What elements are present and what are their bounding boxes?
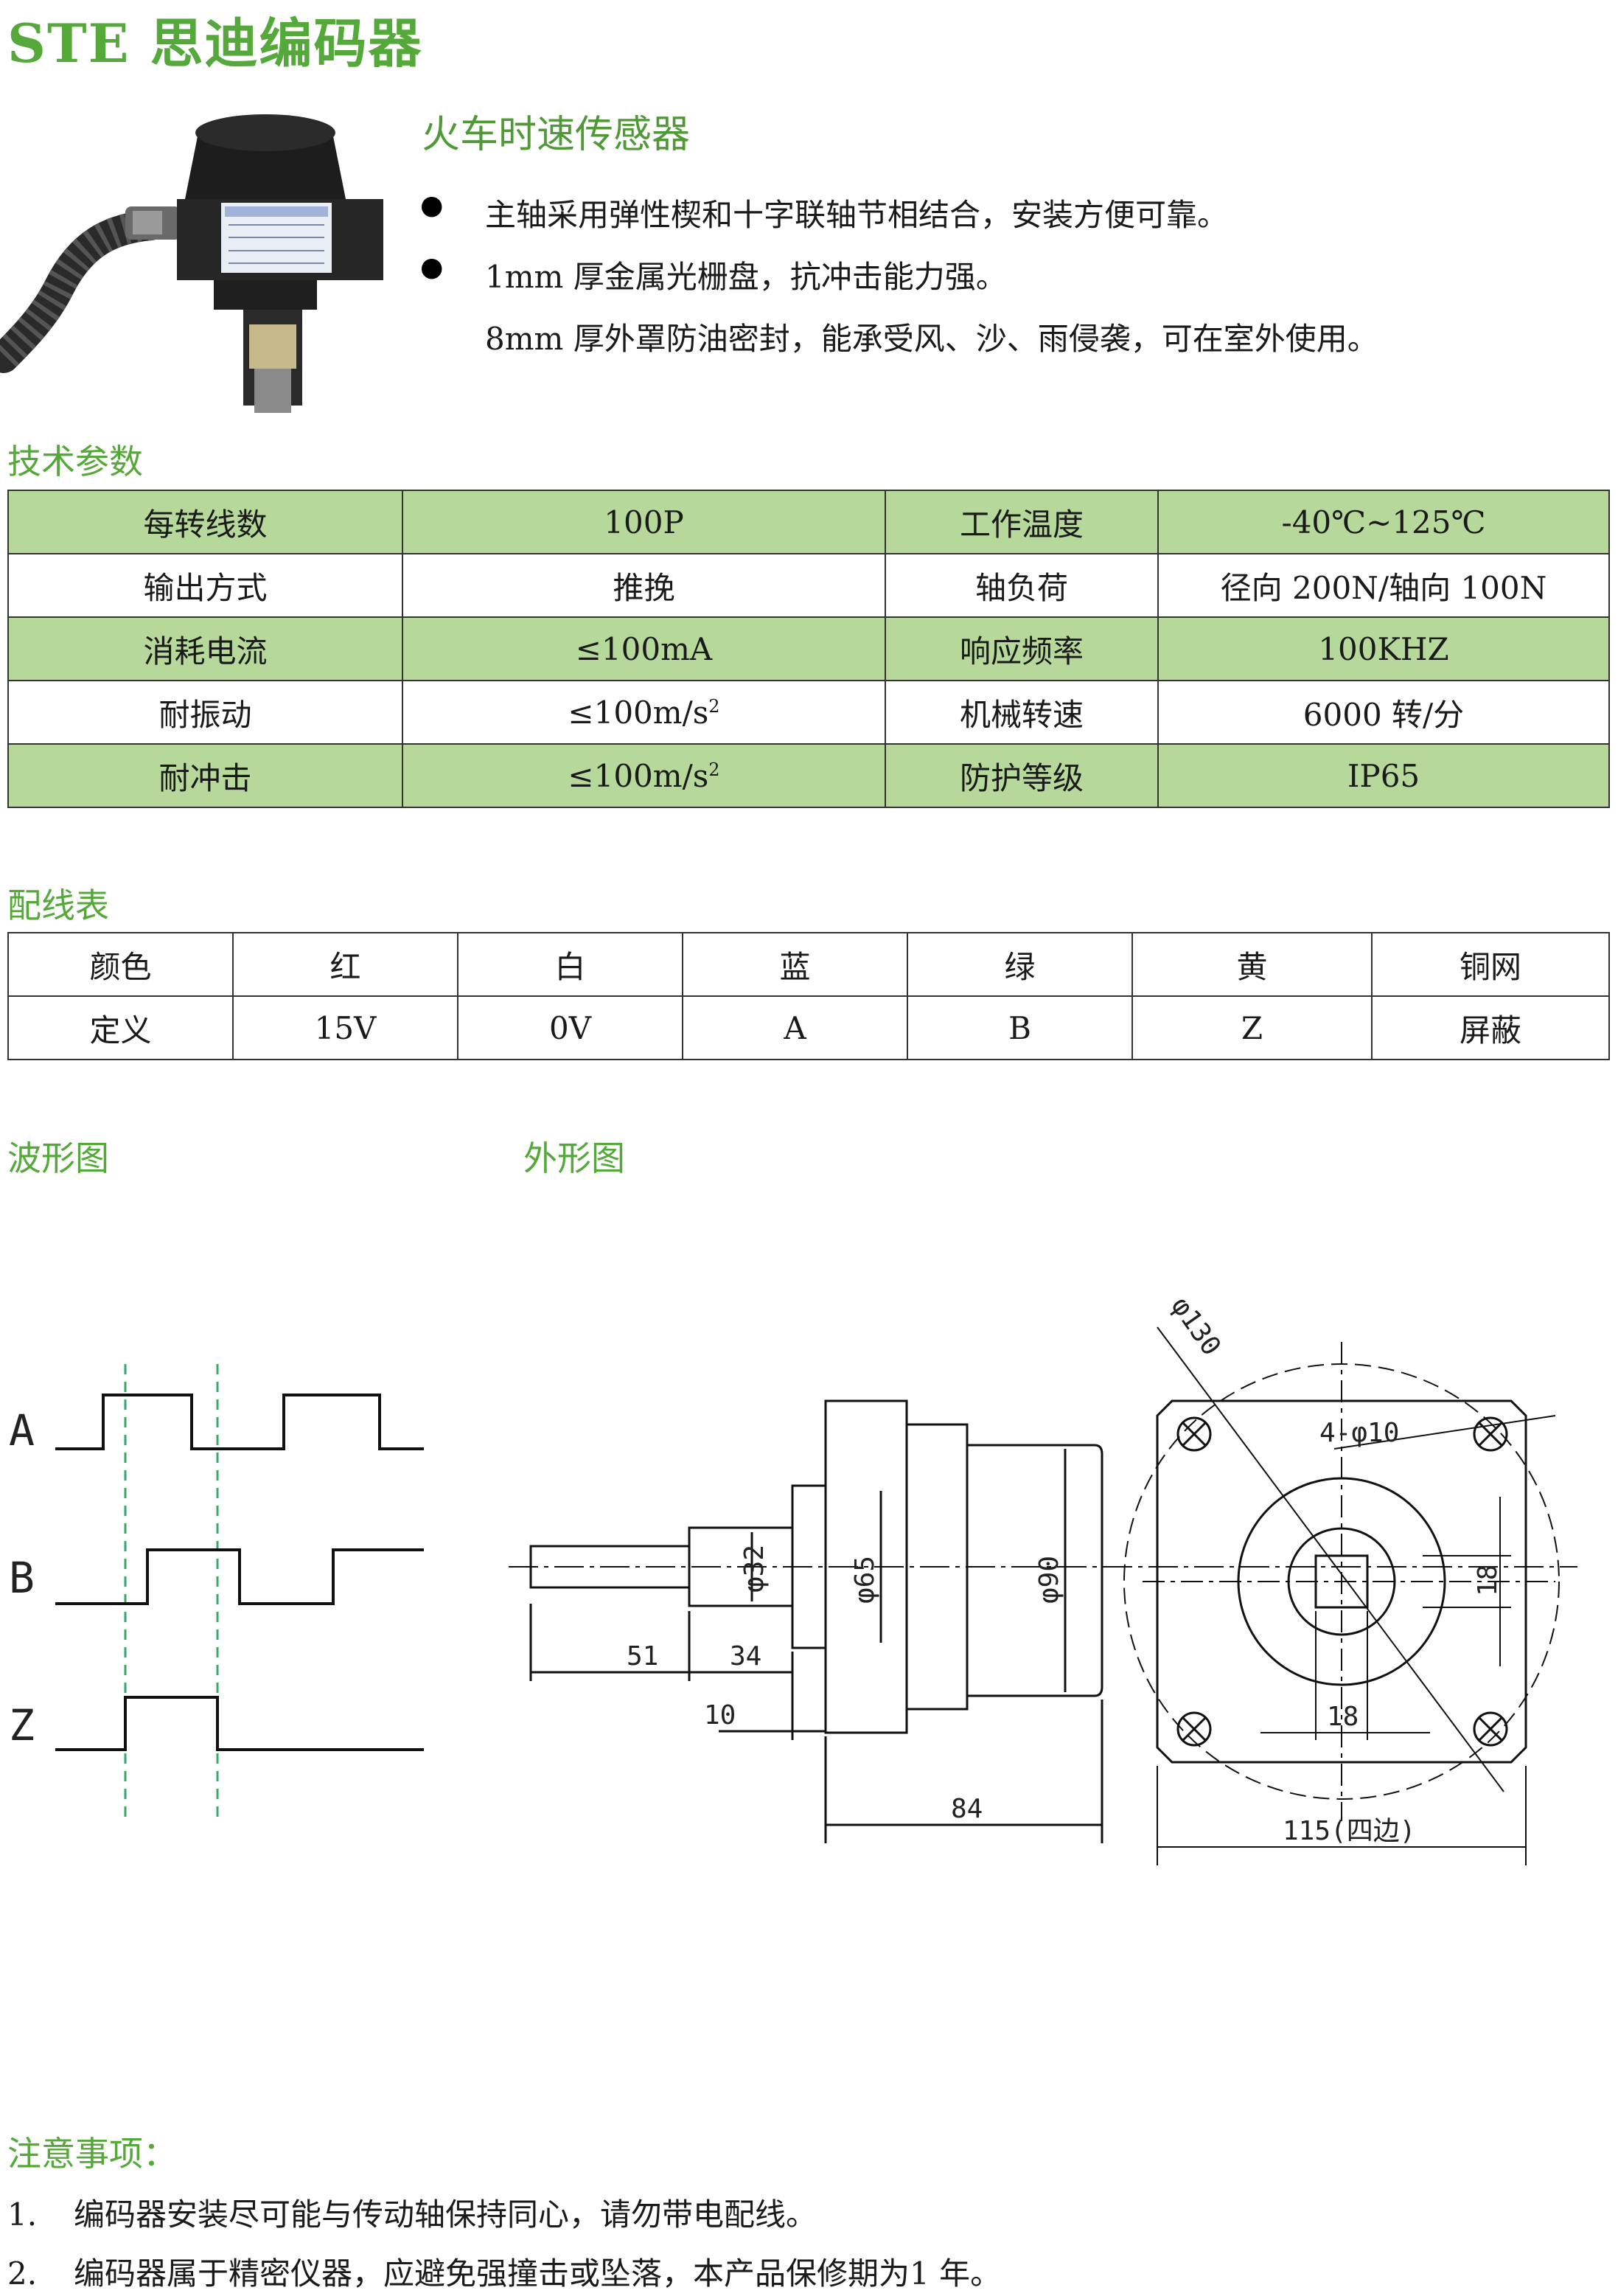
spec-key: 轴负荷 <box>885 553 1159 618</box>
waveform-title: 波形图 <box>7 1138 109 1178</box>
feature-list: ● 主轴采用弹性楔和十字联轴节相结合，安装方便可靠。 ● 1mm 厚金属光栅盘，… <box>420 190 1600 376</box>
spec-value: -40℃~125℃ <box>1157 490 1610 554</box>
dim-51: 51 <box>627 1641 658 1671</box>
spec-value: ≤100mA <box>402 616 886 681</box>
feature-item: ● 1mm 厚金属光栅盘，抗冲击能力强。 <box>420 252 1600 314</box>
dim-phi65: φ65 <box>850 1556 880 1604</box>
spec-value: ≤100m/s2 <box>402 743 886 808</box>
outline-diagram: 51 34 10 84 φ32 φ65 φ90 φ130 4-φ10 18 18… <box>509 1292 1577 1865</box>
spec-value: 100KHZ <box>1157 616 1610 681</box>
wiring-cell: 白 <box>457 932 683 997</box>
bullet-icon: ● <box>420 252 444 282</box>
spec-value: 推挽 <box>402 553 886 618</box>
spec-value: 径向 200N/轴向 100N <box>1157 553 1610 618</box>
table-row: 输出方式 推挽 轴负荷 径向 200N/轴向 100N <box>7 553 1610 618</box>
dim-phi32: φ32 <box>739 1545 770 1593</box>
spec-key: 响应频率 <box>885 616 1159 681</box>
dim-84: 84 <box>951 1794 983 1824</box>
specs-table: 每转线数 100P 工作温度 -40℃~125℃ 输出方式 推挽 轴负荷 径向 … <box>7 490 1610 808</box>
spec-key: 工作温度 <box>885 490 1159 554</box>
table-row: 消耗电流 ≤100mA 响应频率 100KHZ <box>7 616 1610 681</box>
spec-key: 耐冲击 <box>7 743 403 808</box>
wiring-cell: 蓝 <box>682 932 908 997</box>
wiring-cell: 屏蔽 <box>1371 995 1610 1060</box>
note-item: 1. 编码器安装尽可能与传动轴保持同心，请勿带电配线。 <box>7 2190 817 2235</box>
feature-item: ● 主轴采用弹性楔和十字联轴节相结合，安装方便可靠。 <box>420 190 1600 252</box>
table-row: 定义 15V 0V A B Z 屏蔽 <box>7 995 1610 1060</box>
dim-holes: 4-φ10 <box>1319 1418 1399 1448</box>
spec-value: 100P <box>402 490 886 554</box>
brand-title: STE 思迪编码器 <box>7 12 423 74</box>
wiring-cell: 0V <box>457 995 683 1060</box>
spec-value: 6000 转/分 <box>1157 680 1610 745</box>
mount-hole <box>1176 1711 1212 1747</box>
bullet-icon: ● <box>420 190 444 220</box>
note-number: 1. <box>7 2196 38 2233</box>
note-text: 编码器安装尽可能与传动轴保持同心，请勿带电配线。 <box>74 2196 817 2233</box>
front-plate <box>1156 1399 1527 1764</box>
waveform-z <box>55 1696 424 1751</box>
wiring-cell: 黄 <box>1131 932 1373 997</box>
spec-key: 防护等级 <box>885 743 1159 808</box>
note-text: 编码器属于精密仪器，应避免强撞击或坠落，本产品保修期为1 年。 <box>74 2255 1002 2292</box>
wiring-cell: 颜色 <box>7 932 234 997</box>
feature-text: 主轴采用弹性楔和十字联轴节相结合，安装方便可靠。 <box>485 197 1229 233</box>
note-number: 2. <box>7 2255 38 2292</box>
waveform-b <box>55 1548 424 1605</box>
waveform-a <box>55 1394 424 1450</box>
wiring-table: 颜色 红 白 蓝 绿 黄 铜网 定义 15V 0V A B Z 屏蔽 <box>7 932 1610 1060</box>
mount-hole <box>1176 1416 1212 1452</box>
feature-text: 1mm 厚金属光栅盘，抗冲击能力强。 <box>485 259 1007 295</box>
table-row: 耐冲击 ≤100m/s2 防护等级 IP65 <box>7 743 1610 808</box>
feature-text: 8mm 厚外罩防油密封，能承受风、沙、雨侵袭，可在室外使用。 <box>485 321 1378 357</box>
table-row: 每转线数 100P 工作温度 -40℃~125℃ <box>7 490 1610 554</box>
wiring-cell: 红 <box>232 932 458 997</box>
channel-label-z: Z <box>9 1700 35 1750</box>
dim-34: 34 <box>730 1641 761 1671</box>
note-item: 2. 编码器属于精密仪器，应避免强撞击或坠落，本产品保修期为1 年。 <box>7 2249 1001 2294</box>
waveform-diagram: A B Z <box>9 1364 424 1821</box>
dim-phi90: φ90 <box>1034 1556 1064 1604</box>
outline-title: 外形图 <box>523 1138 625 1178</box>
spec-key: 每转线数 <box>7 490 403 554</box>
wiring-cell: Z <box>1131 995 1373 1060</box>
feature-item: 8mm 厚外罩防油密封，能承受风、沙、雨侵袭，可在室外使用。 <box>420 314 1600 376</box>
product-title: 火车时速传感器 <box>422 113 691 157</box>
wiring-cell: 绿 <box>907 932 1133 997</box>
product-photo <box>0 114 383 413</box>
wiring-cell: B <box>907 995 1133 1060</box>
table-row: 耐振动 ≤100m/s2 机械转速 6000 转/分 <box>7 680 1610 745</box>
dim-18-width: 18 <box>1327 1702 1359 1732</box>
wiring-title: 配线表 <box>7 886 109 925</box>
channel-label-a: A <box>9 1405 35 1455</box>
spec-value: ≤100m/s2 <box>402 680 886 745</box>
spec-key: 耐振动 <box>7 680 403 745</box>
spec-key: 输出方式 <box>7 553 403 618</box>
wiring-cell: A <box>682 995 908 1060</box>
wiring-cell: 15V <box>232 995 458 1060</box>
channel-label-b: B <box>9 1553 35 1603</box>
dim-115: 115(四边) <box>1283 1816 1415 1846</box>
mount-hole <box>1473 1416 1508 1452</box>
mount-hole <box>1473 1711 1508 1747</box>
cover-outline <box>966 1444 1103 1697</box>
wiring-cell: 铜网 <box>1371 932 1610 997</box>
notes-title: 注意事项： <box>7 2134 177 2174</box>
spec-key: 消耗电流 <box>7 616 403 681</box>
dim-18-height: 18 <box>1473 1565 1503 1596</box>
wiring-cell: 定义 <box>7 995 234 1060</box>
spec-value: IP65 <box>1157 743 1610 808</box>
spec-key: 机械转速 <box>885 680 1159 745</box>
table-row: 颜色 红 白 蓝 绿 黄 铜网 <box>7 932 1610 997</box>
dim-10: 10 <box>704 1700 736 1730</box>
specs-title: 技术参数 <box>7 442 143 481</box>
